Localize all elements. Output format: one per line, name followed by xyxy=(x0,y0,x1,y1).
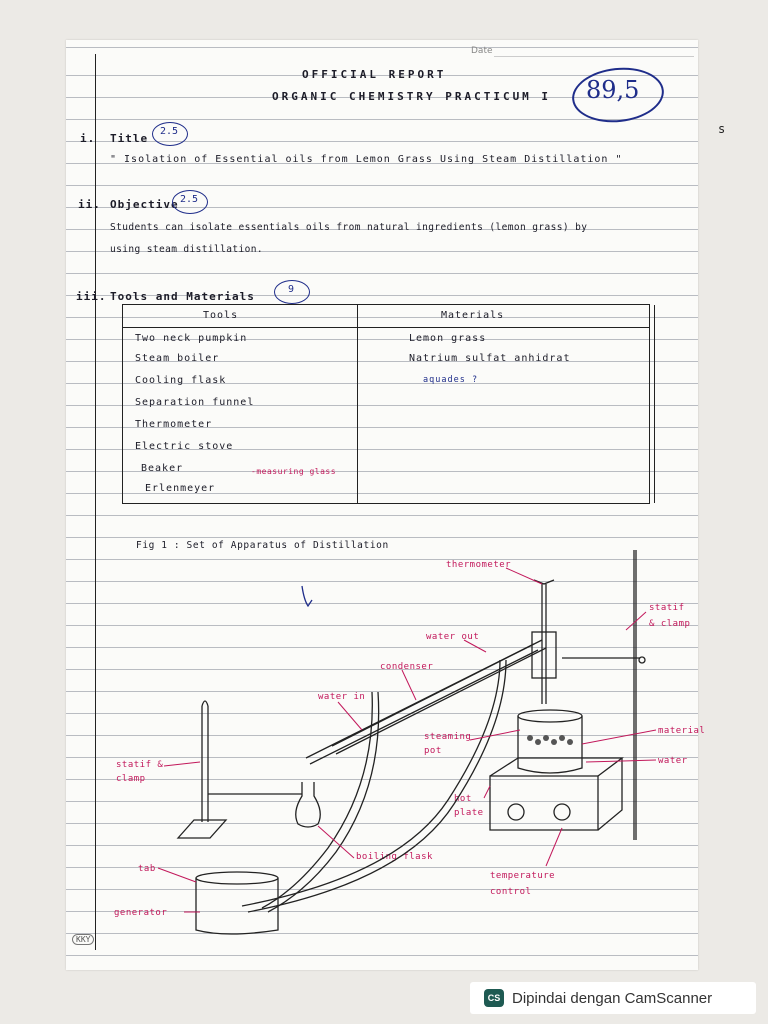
tool-item: Two neck pumpkin xyxy=(135,333,248,344)
report-subtitle: ORGANIC CHEMISTRY PRACTICUM I xyxy=(272,90,552,103)
stray-pen-mark xyxy=(301,585,313,608)
table-header-tools: Tools xyxy=(203,310,239,321)
label-temperature-control: temperature control xyxy=(490,871,556,897)
title-mark: 2.5 xyxy=(160,126,179,137)
objective-text-line1: Students can isolate essentials oils fro… xyxy=(110,222,588,233)
tool-item: Erlenmeyer xyxy=(145,483,216,494)
thermometer-top xyxy=(533,579,555,585)
tool-item: Electric stove xyxy=(135,441,234,452)
label-water: water xyxy=(658,756,688,766)
hot-plate-body xyxy=(489,775,599,831)
material-item: Natrium sulfat anhidrat xyxy=(409,353,571,364)
condenser-jacket-upper xyxy=(331,639,543,747)
boiling-flask xyxy=(295,782,321,828)
notebook-page: Date OFFICIAL REPORT ORGANIC CHEMISTRY P… xyxy=(66,40,705,970)
stray-mark: s xyxy=(718,122,726,136)
statif-rod-left-top xyxy=(201,700,209,707)
label-thermometer: thermometer xyxy=(446,560,512,570)
tools-mark-circle xyxy=(274,280,310,304)
label-boiling-flask: boiling flask xyxy=(356,852,433,862)
condenser-jacket-lower xyxy=(335,647,547,755)
tool-item: Cooling flask xyxy=(135,375,227,386)
label-tab: tab xyxy=(138,864,156,874)
steaming-pot-rim xyxy=(517,709,583,723)
section-title-heading: Title xyxy=(110,132,149,145)
section-objective-heading: Objective xyxy=(110,198,179,211)
label-water-in: water in xyxy=(318,692,366,702)
label-statif-clamp-left: statif & clamp xyxy=(116,760,164,784)
section-number-objective: ii. xyxy=(78,198,101,211)
hot-plate-side xyxy=(597,758,623,831)
table-header-materials: Materials xyxy=(441,310,505,321)
score-value: 89,5 xyxy=(586,76,640,104)
pot-material xyxy=(527,735,573,745)
tool-item: Steam boiler xyxy=(135,353,220,364)
objective-text-line2: using steam distillation. xyxy=(110,244,263,255)
tools-mark: 9 xyxy=(288,284,295,295)
hot-plate-knob-left xyxy=(507,803,525,821)
tool-item: Separation funnel xyxy=(135,397,255,408)
hot-plate-knob-right xyxy=(553,803,571,821)
label-material: material xyxy=(658,726,706,736)
camscanner-text: Dipindai dengan CamScanner xyxy=(512,989,713,1007)
table-header-line xyxy=(123,327,649,328)
table-right-border xyxy=(654,305,655,503)
label-generator: generator xyxy=(114,908,168,918)
report-title: OFFICIAL REPORT xyxy=(302,68,447,81)
section-number-title: i. xyxy=(80,132,96,145)
objective-mark-circle xyxy=(172,190,208,214)
date-line xyxy=(494,56,694,57)
label-water-out: water out xyxy=(426,632,480,642)
materials-note: aquades ? xyxy=(423,375,479,385)
statif-base-left xyxy=(176,819,228,839)
hose-water-in xyxy=(261,691,373,909)
tools-note: -measuring glass xyxy=(251,467,337,476)
water-tub-rim xyxy=(195,871,279,885)
signature-stamp: KKY xyxy=(72,934,95,945)
hose-water-out xyxy=(241,659,501,907)
camscanner-badge: CS Dipindai dengan CamScanner xyxy=(470,982,756,1014)
label-hot-plate: hot plate xyxy=(454,794,484,818)
label-condenser: condenser xyxy=(380,662,434,672)
distillation-apparatus-drawing xyxy=(157,550,657,935)
section-tools-heading: Tools and Materials xyxy=(110,290,255,303)
thermometer-holder xyxy=(531,631,557,679)
hose-water-out-edge xyxy=(247,659,507,913)
section-number-tools: iii. xyxy=(76,290,107,303)
condenser-tube-lower xyxy=(309,649,539,765)
objective-mark: 2.5 xyxy=(180,194,199,205)
table-column-divider xyxy=(357,305,358,503)
camscanner-logo: CS xyxy=(484,989,504,1007)
label-steaming-pot: steaming pot xyxy=(424,732,472,756)
clamp-knob-right xyxy=(638,656,646,664)
hot-plate-top xyxy=(489,757,624,777)
water-tub xyxy=(195,878,279,935)
figure-caption: Fig 1 : Set of Apparatus of Distillation xyxy=(136,540,389,551)
label-leaders xyxy=(157,567,657,913)
tool-item: Beaker xyxy=(141,463,184,474)
tools-materials-table: Tools Materials Two neck pumpkin Steam b… xyxy=(122,304,655,504)
title-mark-circle xyxy=(152,122,188,146)
hose-water-in-edge xyxy=(267,691,380,913)
title-text: " Isolation of Essential oils from Lemon… xyxy=(110,154,623,165)
tool-item: Thermometer xyxy=(135,419,213,430)
steaming-pot-body xyxy=(517,716,583,774)
material-item: Lemon grass xyxy=(409,333,487,344)
margin-line xyxy=(95,54,96,950)
date-label: Date xyxy=(471,46,493,56)
ruled-lines xyxy=(66,40,698,970)
label-statif-clamp-right: statif & clamp xyxy=(649,603,691,629)
